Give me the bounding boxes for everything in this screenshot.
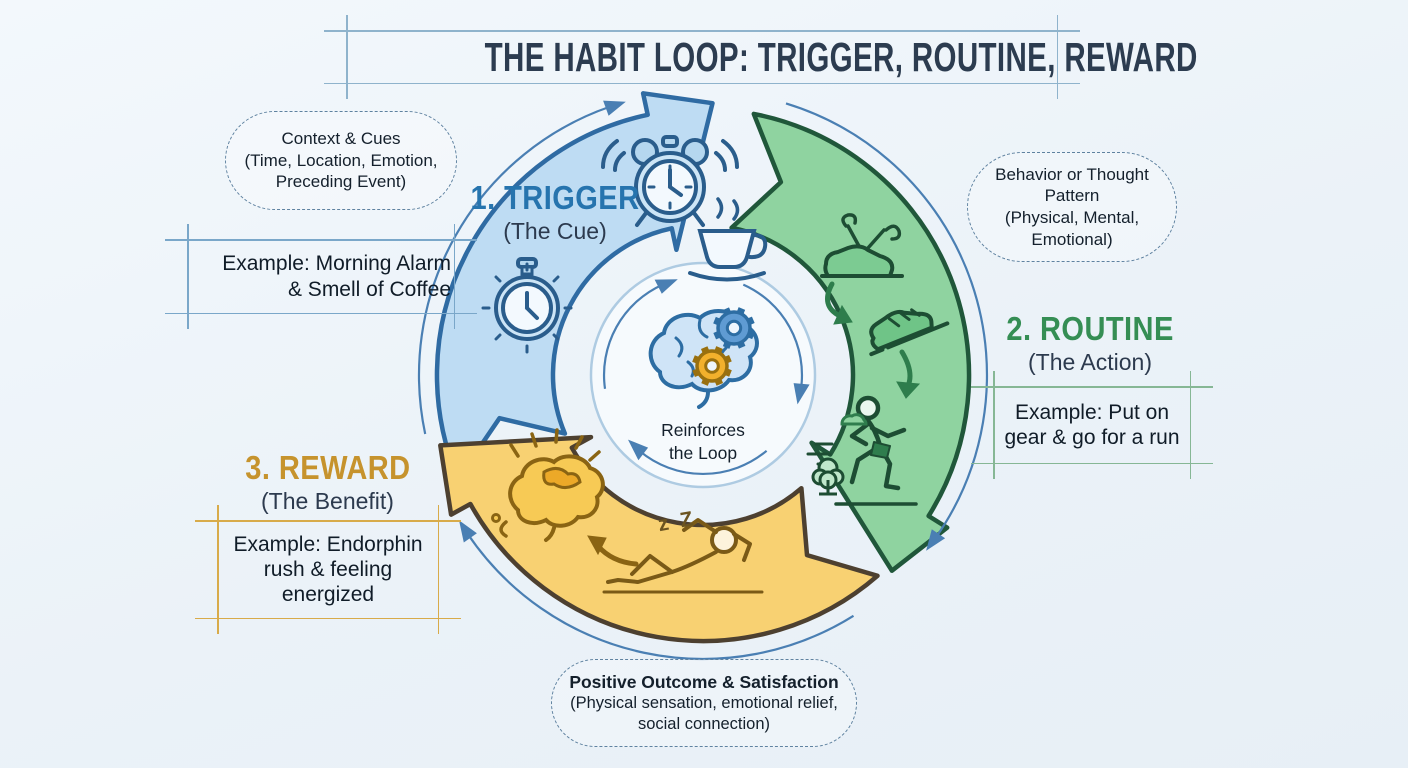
frame-line [971, 462, 1213, 464]
trigger-callout-text: Context & Cues (Time, Location, Emotion,… [244, 128, 438, 192]
frame-line [1189, 371, 1191, 479]
trigger-title: 1. TRIGGER [470, 179, 640, 216]
shoe-tying-icon [820, 213, 904, 278]
reward-subtitle: (The Benefit) [261, 488, 394, 514]
gear-icon [713, 307, 755, 349]
routine-title: 2. ROUTINE [1006, 310, 1174, 347]
title-frame: THE HABIT LOOP: TRIGGER, ROUTINE, REWARD [324, 15, 1197, 99]
frame-line [195, 617, 461, 619]
reward-callout-body: (Physical sensation, emotional relief, s… [570, 694, 838, 734]
frame-line [187, 224, 189, 329]
coffee-cup-icon [688, 197, 768, 282]
reward-title: 3. REWARD [244, 449, 411, 486]
curved-arrow-icon [587, 535, 639, 567]
resting-person-icon [602, 518, 764, 594]
inner-cycle-arrow-right [742, 283, 810, 405]
frame-line [195, 520, 461, 522]
loop-arrows-layer [417, 91, 989, 661]
routine-example-text: Example: Put on gear & go for a run [1004, 400, 1180, 449]
frame-line [165, 312, 477, 314]
trigger-example-box: Example: Morning Alarm & Smell of Coffee [165, 224, 477, 329]
trigger-stage-label: 1. TRIGGER (The Cue) [440, 179, 670, 245]
frame-line [1056, 15, 1058, 99]
stopwatch-icon [481, 257, 573, 354]
running-shoe-icon [869, 308, 950, 357]
frame-line [324, 82, 1080, 84]
frame-line [453, 224, 455, 329]
trigger-subtitle: (The Cue) [503, 218, 607, 244]
tree-icon [811, 457, 845, 496]
reward-callout-oval: Positive Outcome & Satisfaction (Physica… [551, 659, 857, 747]
frame-line [217, 505, 219, 634]
routine-subtitle: (The Action) [1028, 349, 1152, 375]
trigger-example-text: Example: Morning Alarm & Smell of Coffee [222, 252, 451, 301]
reward-stage-label: 3. REWARD (The Benefit) [210, 449, 445, 515]
outer-cycle-arrow-top [417, 100, 626, 435]
curved-arrow-icon [896, 349, 921, 399]
reward-example-box: Example: Endorphin rush & feeling energi… [195, 505, 461, 634]
endorphin-brain-icon [491, 428, 605, 542]
inner-cycle-arrow-bottom [628, 439, 768, 475]
frame-line [346, 15, 348, 99]
trigger-callout-oval: Context & Cues (Time, Location, Emotion,… [225, 111, 457, 210]
center-loop-label: Reinforces the Loop [661, 420, 745, 463]
frame-line [165, 239, 477, 241]
gears-layer [692, 307, 755, 386]
curved-arrow-icon [825, 281, 853, 325]
frame-line [993, 371, 995, 479]
frame-line [324, 30, 1080, 32]
frame-line [437, 505, 439, 634]
routine-callout-oval: Behavior or Thought Pattern (Physical, M… [967, 152, 1177, 262]
inner-cycle-arrow-top [602, 279, 678, 389]
routine-arrow [729, 111, 972, 573]
gear-icon [692, 346, 732, 386]
bush-icon [840, 413, 868, 426]
routine-callout-text: Behavior or Thought Pattern (Physical, M… [995, 164, 1149, 249]
outer-cycle-arrow-right [785, 102, 989, 551]
reward-example-text: Example: Endorphin rush & feeling energi… [233, 532, 423, 607]
reward-callout-heading: Positive Outcome & Satisfaction [569, 671, 839, 692]
outer-cycle-arrow-bottom [459, 520, 855, 661]
brain-gears-icon [648, 307, 759, 409]
routine-stage-label: 2. ROUTINE (The Action) [985, 310, 1195, 376]
routine-example-box: Example: Put on gear & go for a run [971, 371, 1213, 479]
alarm-clock-icon [601, 135, 739, 227]
page-title: THE HABIT LOOP: TRIGGER, ROUTINE, REWARD [484, 34, 1198, 80]
frame-line [971, 386, 1213, 388]
